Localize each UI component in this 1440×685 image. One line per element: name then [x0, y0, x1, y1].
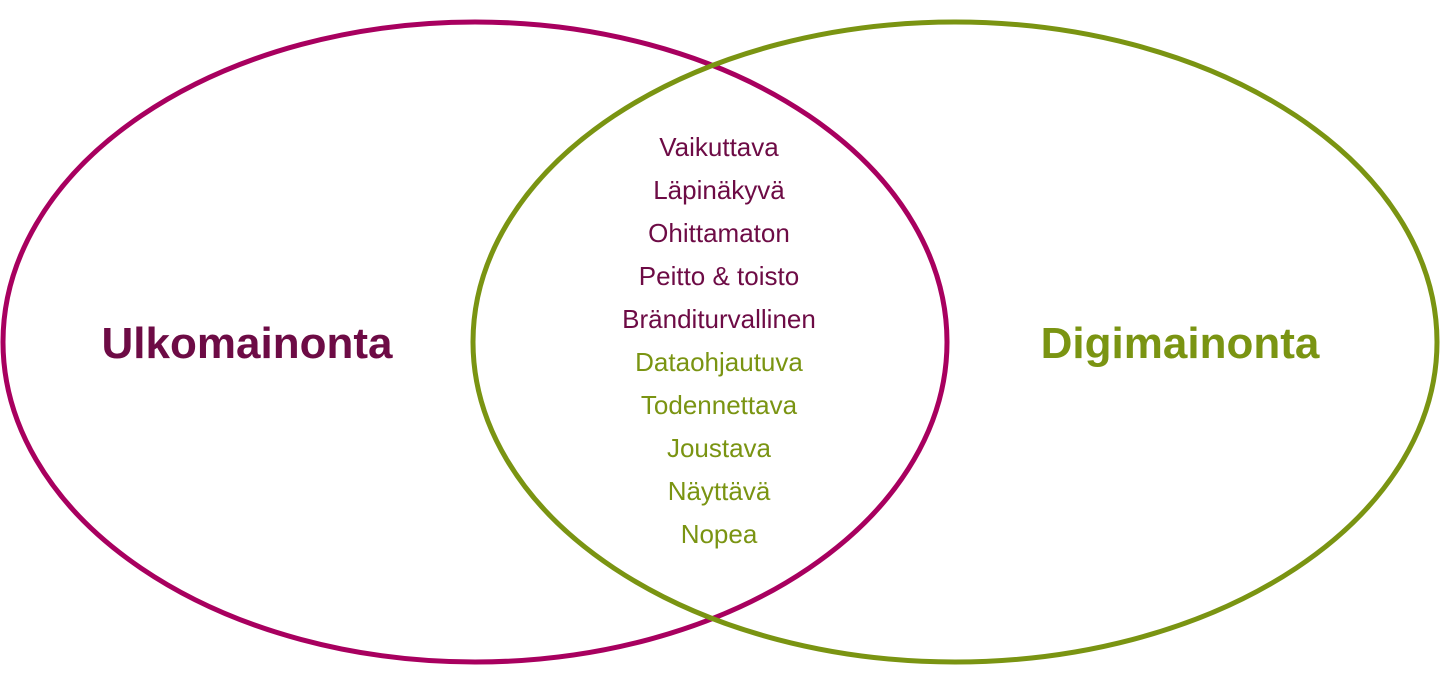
overlap-item: Vaikuttava	[659, 132, 779, 162]
overlap-item-list: Vaikuttava Läpinäkyvä Ohittamaton Peitto…	[622, 132, 816, 549]
overlap-item: Nopea	[681, 519, 758, 549]
overlap-item: Dataohjautuva	[635, 347, 803, 377]
overlap-item: Ohittamaton	[648, 218, 790, 248]
overlap-item: Peitto & toisto	[639, 261, 799, 291]
overlap-item: Joustava	[667, 433, 772, 463]
overlap-item: Läpinäkyvä	[653, 175, 785, 205]
overlap-item: Todennettava	[641, 390, 798, 420]
overlap-item: Näyttävä	[668, 476, 771, 506]
right-set-label: Digimainonta	[1041, 319, 1320, 368]
right-set-ellipse	[470, 19, 1440, 665]
left-set-ellipse	[0, 19, 950, 665]
overlap-item: Bränditurvallinen	[622, 304, 816, 334]
left-set-label: Ulkomainonta	[102, 319, 393, 368]
